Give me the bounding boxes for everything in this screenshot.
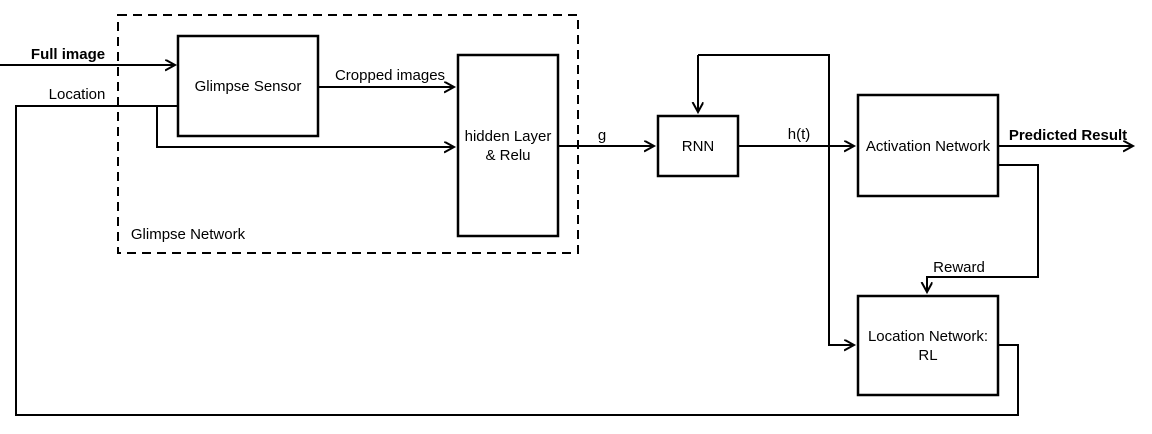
full-image-label: Full image (31, 46, 105, 63)
glimpse-sensor-label: Glimpse Sensor (195, 78, 302, 95)
edge-location-to-hidden-layer (156, 106, 454, 147)
predicted-result-label: Predicted Result (1009, 127, 1127, 144)
h-t-label: h(t) (788, 126, 811, 143)
rnn-label: RNN (682, 138, 715, 155)
hidden-layer-label-line2: & Relu (485, 147, 530, 164)
edge-reward-arrow (927, 164, 1039, 292)
activation-network-box (856, 93, 1000, 198)
hidden-layer-label-line1: hidden Layer (465, 128, 552, 145)
hidden-layer-box (456, 53, 560, 238)
rnn-box (656, 114, 740, 178)
edge-location-feedback-loop (15, 105, 1019, 416)
glimpse-sensor-box (176, 34, 320, 138)
g-label: g (598, 127, 606, 144)
edge-rnn-loop-to-location-network (698, 54, 854, 345)
location-network-label-line1: Location Network: (868, 328, 988, 345)
activation-network-label: Activation Network (866, 138, 991, 155)
cropped-images-label: Cropped images (335, 67, 445, 84)
glimpse-network-group-label: Glimpse Network (131, 226, 246, 243)
location-network-box (856, 294, 1000, 397)
glimpse-network-group-box (117, 14, 579, 254)
location-label: Location (49, 86, 106, 103)
reward-label: Reward (933, 259, 985, 276)
location-network-label-line2: RL (918, 347, 937, 364)
